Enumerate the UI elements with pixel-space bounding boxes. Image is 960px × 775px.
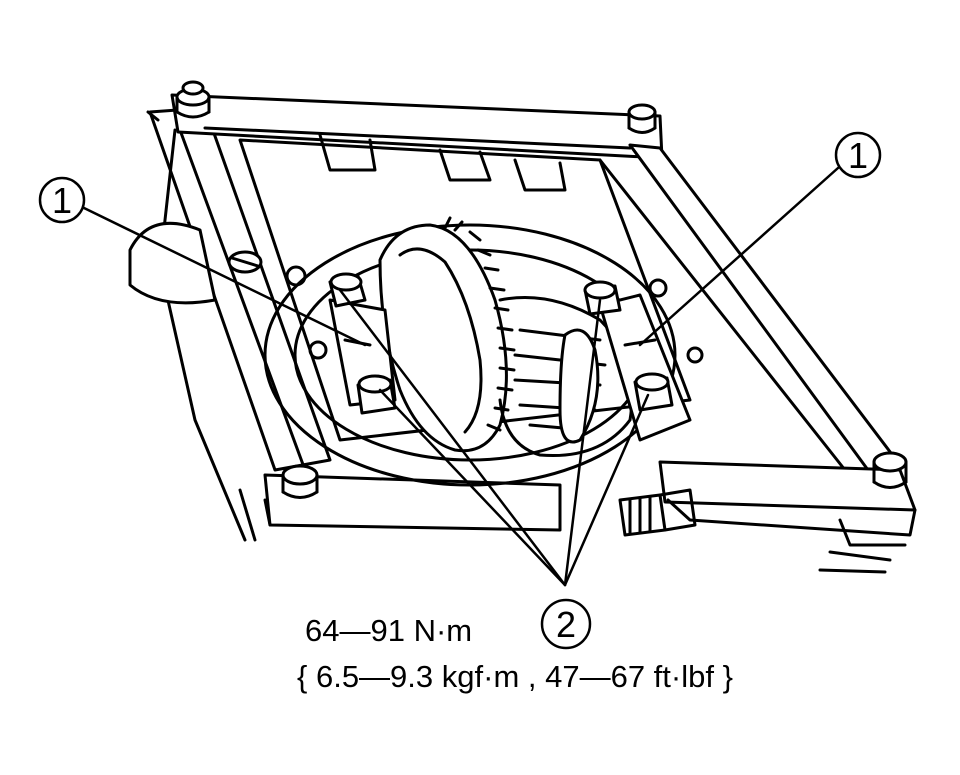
pin-bottom-right [872, 451, 908, 489]
leader-1-right [638, 166, 840, 347]
torque-spec-metric: 64—91 N·m [305, 613, 472, 648]
callout-label-1-left: 1 [52, 180, 72, 221]
fixture-frame [146, 93, 917, 574]
bolt-cap-right-bottom [633, 372, 674, 412]
ring-gear [378, 216, 516, 453]
leader-2-d [563, 393, 650, 587]
callout-label-1-right: 1 [848, 135, 868, 176]
callout-circle-1-left [38, 176, 86, 224]
torque-spec-alternate: { 6.5—9.3 kgf·m , 47—67 ft·lbf } [297, 659, 733, 694]
differential-case [498, 296, 634, 458]
leader-2-b [338, 288, 567, 587]
leader-lines [80, 166, 840, 587]
adjuster-screw [618, 488, 697, 537]
bolt-cap-right-top [583, 280, 622, 316]
callout-circle-1-right [834, 131, 882, 179]
leader-2-a [378, 388, 567, 587]
callout-circle-2 [540, 598, 592, 650]
pin-top-left [175, 80, 211, 119]
bolt-cap-left-top [328, 272, 367, 308]
callout-label-2: 2 [556, 604, 576, 645]
leader-2-c [563, 298, 602, 587]
frame-pins [175, 80, 908, 499]
pin-top-right [627, 103, 657, 134]
leader-1-left [80, 205, 367, 347]
pin-bottom-left [281, 464, 319, 499]
bolt-cap-left-bottom [356, 374, 397, 415]
